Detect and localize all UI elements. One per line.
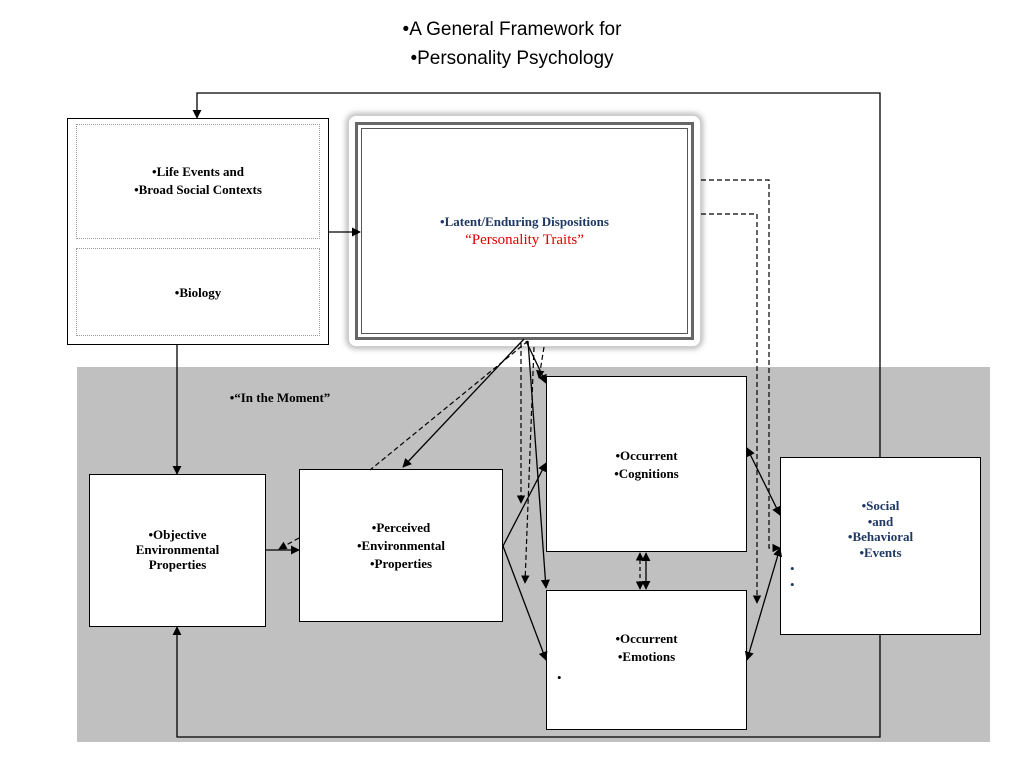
diagram-title-line-2: •Personality Psychology xyxy=(410,48,614,69)
perceived-to-objective-dashed xyxy=(278,537,300,550)
emotions-line-2: •Emotions xyxy=(617,649,676,664)
life-events-label: •Life Events and •Broad Social Contexts xyxy=(76,163,320,199)
perceived-line-3: •Properties xyxy=(369,556,433,571)
perceived-line-1: •Perceived xyxy=(371,520,431,535)
cognitions-social-arrow xyxy=(746,447,781,516)
perceived-to-emotions-arrow xyxy=(502,545,548,661)
social-line-3: •Behavioral xyxy=(847,529,914,544)
objective-line-1: •Objective xyxy=(148,527,207,542)
latent-to-cognitions-dashed xyxy=(536,346,545,379)
emotions-line-1: •Occurrent xyxy=(615,631,678,646)
social-line-2: •and xyxy=(867,513,894,529)
feedback-loop-bottom-arrow xyxy=(172,626,881,738)
life-events-panel xyxy=(76,124,320,239)
feedback-loop-top-arrow xyxy=(192,92,881,457)
social-line-4: •Events xyxy=(859,544,902,560)
perceived-to-cognitions-arrow xyxy=(502,462,547,547)
objective-line-2: Environmental xyxy=(135,542,220,557)
perceived-line-2: •Environmental xyxy=(356,538,446,553)
objective-line-3: Properties xyxy=(148,557,207,572)
latent-to-social-dashed-1 xyxy=(701,179,781,553)
life-events-line-2: •Broad Social Contexts xyxy=(134,182,262,197)
diagram-title-line-1: •A General Framework for xyxy=(402,19,622,40)
biology-panel xyxy=(76,248,320,336)
cognitions-line-1: •Occurrent xyxy=(615,448,678,463)
latent-to-social-dashed-2 xyxy=(701,213,762,604)
personality-traits-line: “Personality Traits” xyxy=(465,232,584,248)
life-events-line-1: •Life Events and xyxy=(152,164,244,179)
social-empty-bullet-2: • xyxy=(790,577,795,592)
social-line-1: •Social xyxy=(861,498,900,513)
occurrent-cognitions-box xyxy=(546,376,747,552)
social-empty-bullet-1: • xyxy=(790,561,795,576)
social-behavioral-events-box xyxy=(780,457,981,635)
emotions-social-arrow xyxy=(744,547,783,661)
biology-label: •Biology xyxy=(174,285,222,300)
occurrent-emotions-label: •Occurrent •Emotions xyxy=(546,630,747,666)
emotions-empty-bullet: • xyxy=(557,670,562,685)
latent-dispositions-label: •Latent/Enduring Dispositions “Personali… xyxy=(358,213,691,249)
social-behavioral-events-label: •Social •and •Behavioral •Events xyxy=(780,498,981,560)
latent-to-emotions-solid xyxy=(527,340,550,589)
perceived-environment-box xyxy=(299,469,503,622)
occurrent-cognitions-label: •Occurrent •Cognitions xyxy=(546,447,747,483)
objective-environment-label: •Objective Environmental Properties xyxy=(89,527,266,572)
in-the-moment-label: •“In the Moment” xyxy=(229,390,331,405)
latent-dispositions-box xyxy=(348,115,701,347)
latent-dispositions-inner-frame xyxy=(361,128,688,334)
latent-dispositions-line-1: •Latent/Enduring Dispositions xyxy=(440,214,609,229)
cognitions-line-2: •Cognitions xyxy=(614,466,679,481)
latent-down-dashed-2 xyxy=(521,346,535,584)
latent-to-perceived-arrow xyxy=(402,338,525,468)
perceived-environment-label: •Perceived •Environmental •Properties xyxy=(299,519,503,573)
